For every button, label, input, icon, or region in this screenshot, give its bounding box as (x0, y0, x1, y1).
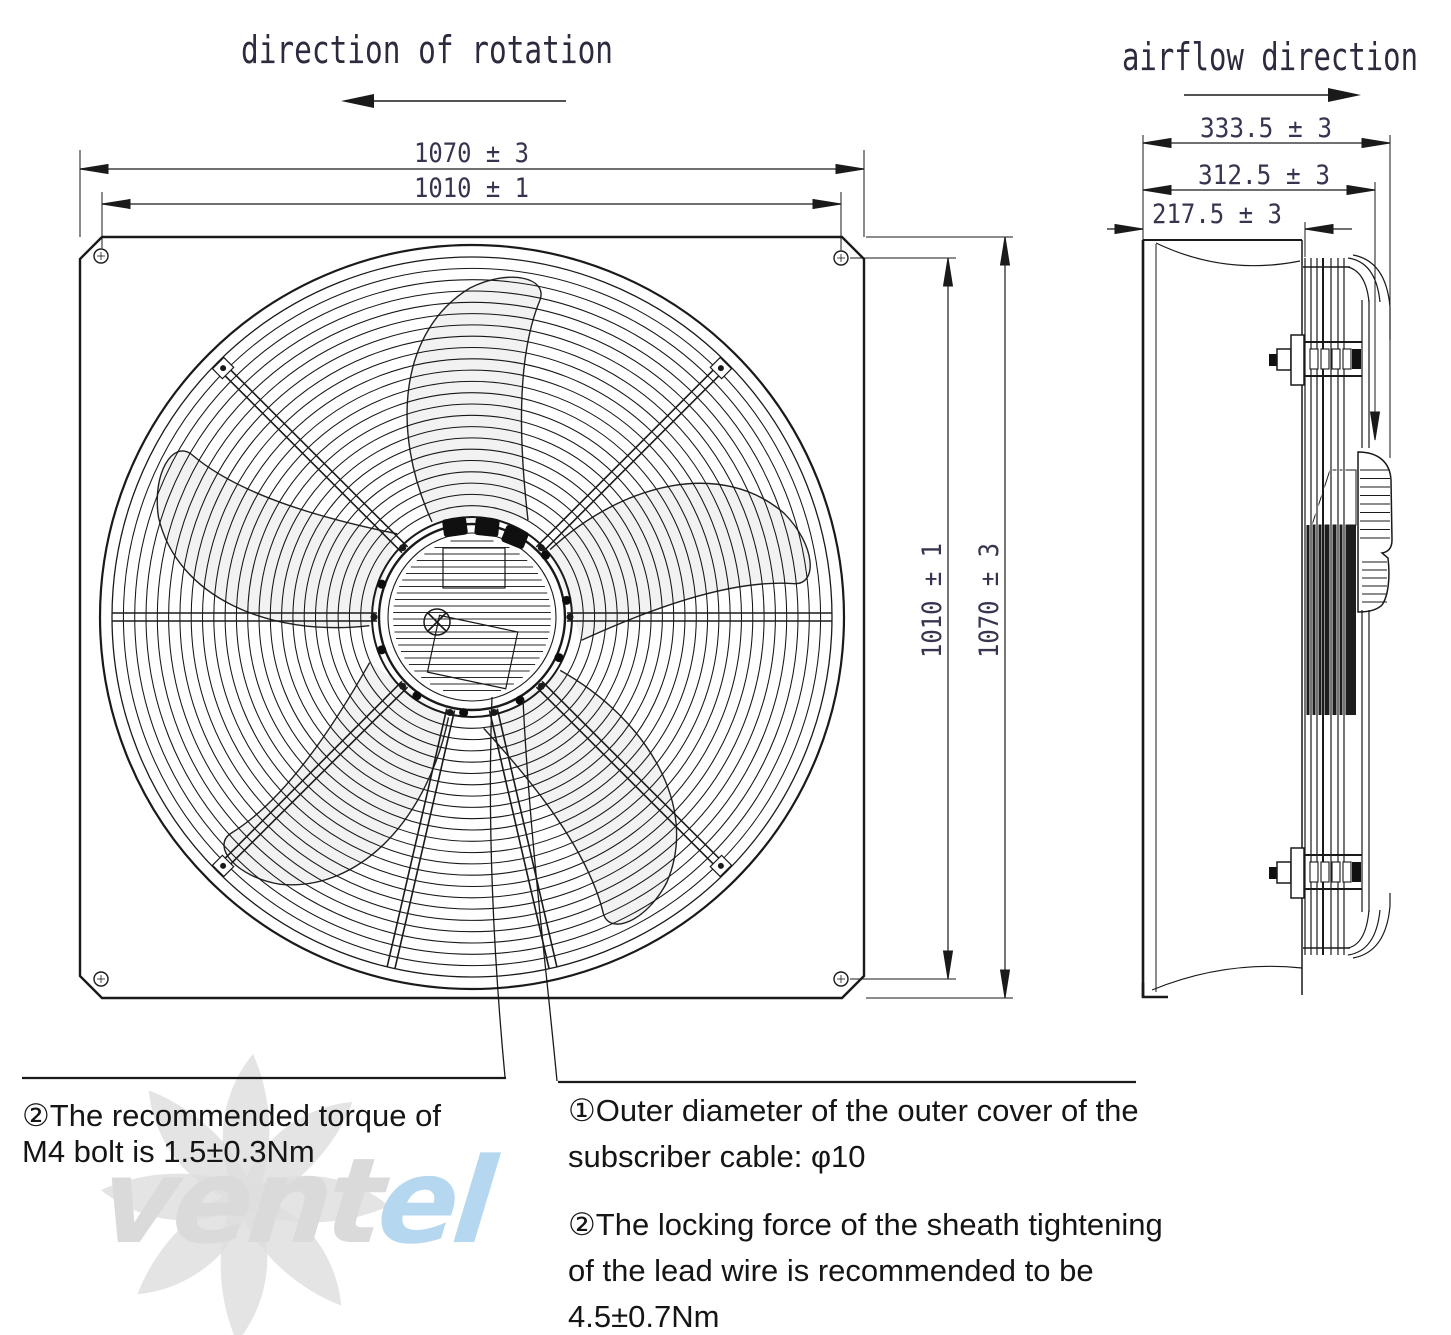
front-view (22, 235, 1136, 1084)
corner-holes (93, 248, 849, 987)
hub-outer-circle (371, 516, 573, 718)
dim-front-height-inner: 1010 ± 1 (917, 543, 948, 658)
motor-profile (1357, 451, 1393, 613)
dim-front-width-outer: 1070 ± 3 (414, 138, 529, 169)
wall-bottom-arc (1151, 965, 1303, 991)
mount-bracket-bottom (1269, 847, 1362, 899)
hub-screw-icon (423, 608, 451, 636)
note-torque-line1: ②The recommended torque of (22, 1098, 441, 1133)
fan-logo-icon (101, 1054, 389, 1335)
note-locking-line3: 4.5±0.7Nm (568, 1299, 719, 1334)
motor-fins-hatch (393, 540, 551, 691)
note-cable-line1: ①Outer diameter of the outer cover of th… (568, 1093, 1139, 1128)
note-cable: ①Outer diameter of the outer cover of th… (568, 1093, 1139, 1174)
note-torque: ②The recommended torque of M4 bolt is 1.… (22, 1098, 441, 1169)
watermark-text: ventel (95, 1132, 504, 1270)
dim-front-width-inner: 1010 ± 1 (414, 173, 529, 204)
dimension-annotations (79, 135, 1391, 999)
note-cable-line2: subscriber cable: φ10 (568, 1139, 866, 1174)
watermark-logo: ventel (95, 1054, 504, 1335)
wall-top-arc (1155, 242, 1301, 267)
watermark-grey: vent (95, 1132, 396, 1270)
side-view (1141, 239, 1393, 999)
hub-ring (377, 522, 567, 712)
mount-bracket-top (1269, 334, 1362, 386)
rotation-label: direction of rotation (241, 28, 613, 72)
motor-fins (1360, 469, 1390, 603)
wall-bottom-foot (1141, 983, 1168, 999)
airflow-label: airflow direction (1122, 35, 1418, 79)
motor-side (1357, 451, 1393, 613)
impeller-top-facet (1311, 469, 1357, 526)
dim-side-depth-guard: 312.5 ± 3 (1198, 160, 1330, 191)
note-torque-line2: M4 bolt is 1.5±0.3Nm (22, 1134, 315, 1169)
watermark-blue: el (372, 1132, 503, 1270)
note-locking-line1: ②The locking force of the sheath tighten… (568, 1207, 1163, 1242)
note-locking-line2: of the lead wire is recommended to be (568, 1253, 1094, 1288)
terminal-box (442, 547, 506, 589)
hub-bolts (377, 550, 572, 718)
leader-line-right (522, 699, 558, 1082)
dim-side-depth-total: 333.5 ± 3 (1200, 113, 1332, 144)
rotation-arrow-icon (341, 94, 566, 108)
guard-inner-rim (111, 256, 833, 978)
hub-inner-circle (387, 532, 557, 702)
dim-front-height-outer: 1070 ± 3 (974, 543, 1005, 658)
motor-hub (371, 516, 573, 718)
guard-mount-tabs (211, 356, 733, 878)
fan-blades (156, 276, 811, 925)
dim-side-depth-wall: 217.5 ± 3 (1152, 199, 1282, 230)
guard-elbow-bottom (1347, 893, 1391, 959)
hub-label-plate (426, 614, 519, 690)
note-locking: ②The locking force of the sheath tighten… (568, 1207, 1163, 1334)
side-grille-bars (1303, 258, 1346, 955)
guard-outer-rim (98, 243, 846, 991)
cable-glands (442, 516, 529, 549)
mounting-plate (78, 235, 866, 1000)
leader-line-left (489, 696, 506, 1078)
airflow-arrow-icon (1184, 88, 1361, 102)
